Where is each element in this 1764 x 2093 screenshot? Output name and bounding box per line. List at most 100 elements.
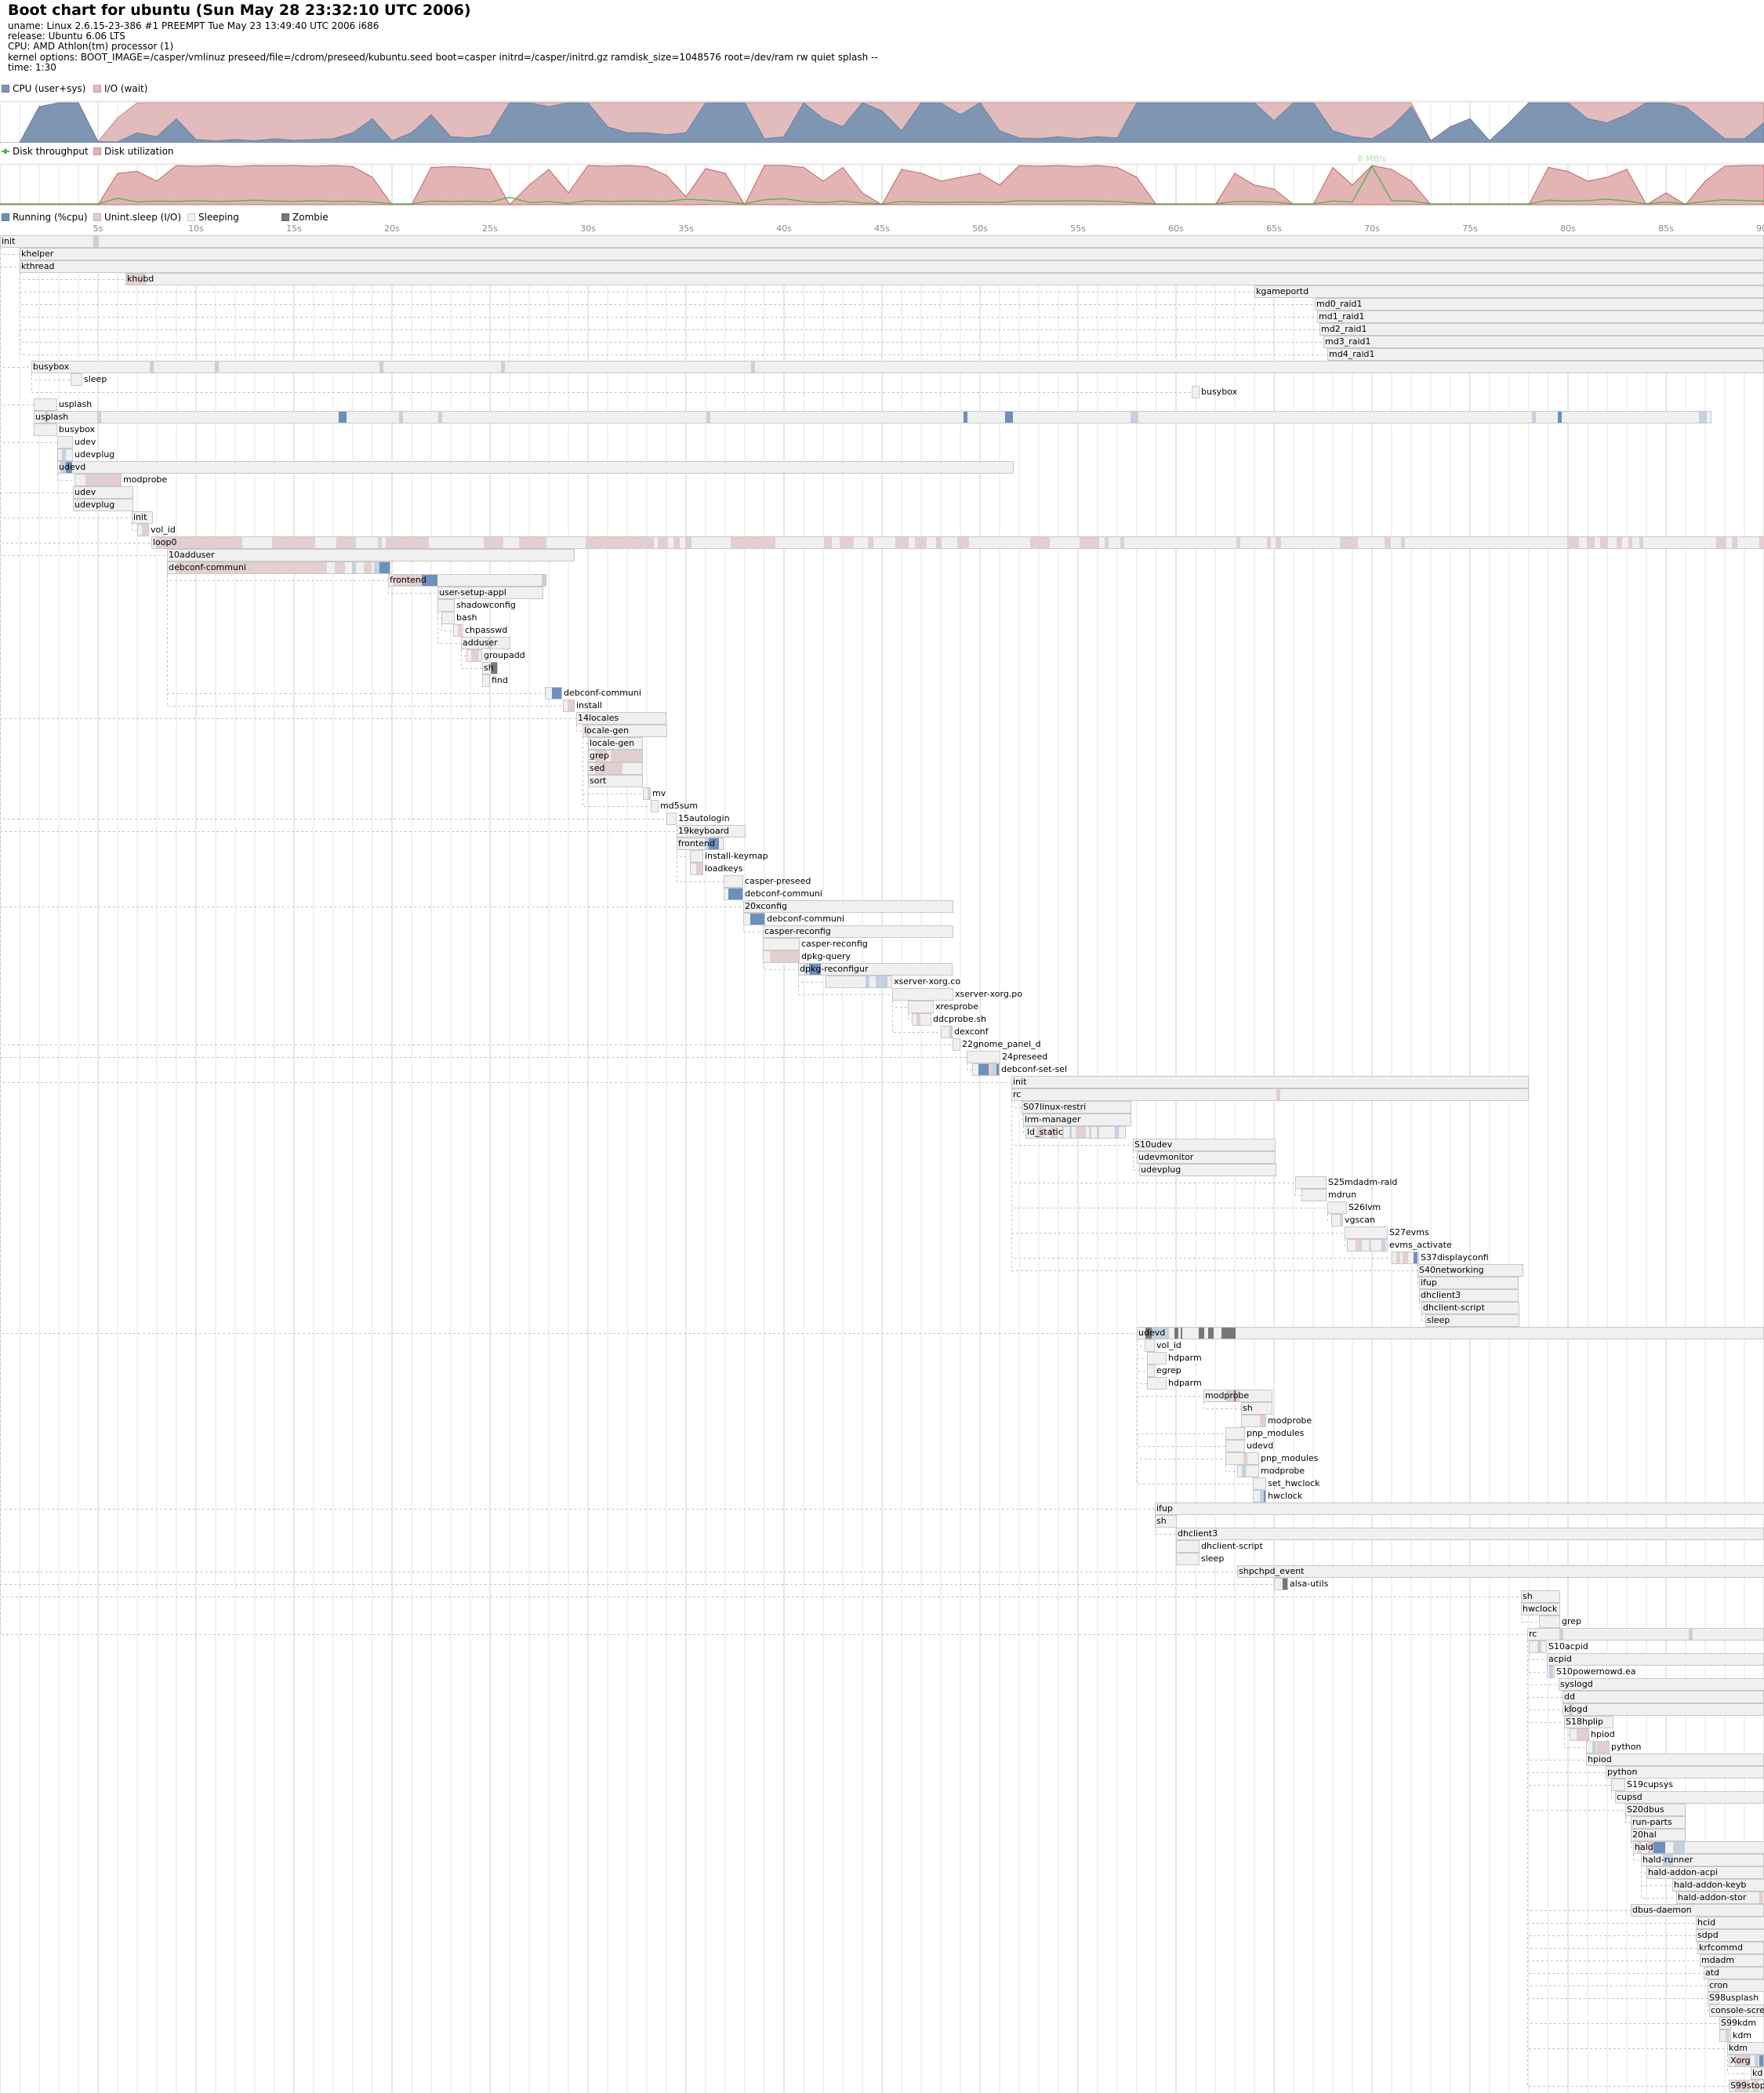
process-bar[interactable] [690,863,703,875]
process-bar[interactable] [151,536,1764,549]
process-bar[interactable] [1025,1126,1126,1139]
process-bar[interactable] [1751,2067,1764,2080]
process-bar[interactable] [1147,1364,1155,1377]
process-bar[interactable] [1392,1252,1419,1264]
process-bar[interactable] [1203,1390,1272,1402]
process-bar[interactable] [1225,1440,1245,1452]
process-bar[interactable] [1176,1553,1200,1565]
process-bar[interactable] [1425,1314,1519,1327]
process-bar[interactable] [31,361,1764,373]
process-bar[interactable] [1563,1703,1764,1716]
process-bar[interactable] [1631,1816,1686,1829]
process-bar[interactable] [1547,1666,1555,1678]
process-bar[interactable] [1301,1189,1327,1201]
process-bar[interactable] [1625,1804,1686,1816]
process-bar[interactable] [892,988,953,1001]
process-bar[interactable] [690,850,703,863]
process-bar[interactable] [1529,1641,1547,1653]
process-bar[interactable] [651,800,659,812]
process-bar[interactable] [1708,1992,1719,2004]
process-bar[interactable] [1327,1201,1347,1214]
process-bar[interactable] [482,674,490,687]
process-bar[interactable] [1559,1678,1764,1691]
process-bar[interactable] [908,1001,934,1013]
process-bar[interactable] [73,486,133,499]
process-bar[interactable] [437,587,543,599]
process-bar[interactable] [545,687,562,699]
process-bar[interactable] [34,423,57,436]
process-bar[interactable] [583,725,667,737]
process-bar[interactable] [677,825,746,838]
process-bar[interactable] [1147,1377,1167,1390]
process-bar[interactable] [1253,1477,1266,1490]
process-bar[interactable] [73,499,133,511]
process-bar[interactable] [1155,1503,1764,1515]
process-bar[interactable] [1241,1402,1272,1415]
process-bar[interactable] [1611,1779,1625,1791]
process-bar[interactable] [1133,1139,1276,1151]
process-bar[interactable] [167,549,575,561]
process-bar[interactable] [1729,2080,1764,2092]
process-bar[interactable] [1023,1114,1131,1126]
process-bar[interactable] [666,812,677,825]
process-bar[interactable] [967,1051,1000,1063]
process-bar[interactable] [1708,1979,1764,1992]
process-bar[interactable] [71,373,82,386]
process-bar[interactable] [972,1063,1000,1076]
process-bar[interactable] [1317,311,1764,323]
process-bar[interactable] [132,511,153,524]
process-bar[interactable] [1137,1327,1764,1339]
process-bar[interactable] [34,398,57,411]
process-bar[interactable] [1147,1352,1167,1364]
process-bar[interactable] [137,524,149,536]
process-bar[interactable] [1192,386,1200,398]
process-bar[interactable] [1539,1615,1560,1628]
process-bar[interactable] [1139,1164,1276,1176]
process-bar[interactable] [1631,1829,1686,1841]
process-bar[interactable] [563,699,575,712]
process-bar[interactable] [482,662,498,674]
process-bar[interactable] [1719,2029,1731,2042]
process-bar[interactable] [1521,1603,1560,1615]
process-bar[interactable] [1419,1277,1519,1289]
process-bar[interactable] [1345,1226,1388,1239]
process-bar[interactable] [941,1026,953,1038]
process-bar[interactable] [1696,1929,1764,1942]
process-bar[interactable] [1421,1302,1519,1314]
process-bar[interactable] [453,624,463,637]
process-bar[interactable] [763,938,800,950]
process-bar[interactable] [1727,2042,1764,2055]
process-bar[interactable] [1586,1741,1610,1753]
process-bar[interactable] [388,574,546,587]
process-bar[interactable] [1570,1728,1589,1741]
process-bar[interactable] [437,599,455,612]
process-bar[interactable] [1237,1465,1259,1477]
process-bar[interactable] [724,888,743,900]
process-bar[interactable] [1586,1753,1764,1766]
process-bar[interactable] [1563,1691,1764,1703]
process-bar[interactable] [1633,1841,1764,1854]
process-bar[interactable] [1237,1565,1764,1578]
process-bar[interactable] [57,449,73,461]
process-bar[interactable] [1719,2017,1731,2029]
process-bar[interactable] [441,612,455,624]
process-bar[interactable] [1696,1917,1764,1929]
process-bar[interactable] [57,461,1014,474]
process-bar[interactable] [1417,1264,1523,1277]
process-bar[interactable] [1419,1289,1519,1302]
process-bar[interactable] [20,260,1764,273]
process-bar[interactable] [912,1013,931,1026]
process-bar[interactable] [677,838,724,850]
process-bar[interactable] [74,474,122,486]
process-bar[interactable] [763,925,953,938]
process-bar[interactable] [1145,1339,1155,1352]
process-bar[interactable] [1011,1088,1529,1101]
process-bar[interactable] [763,950,800,963]
process-bar[interactable] [1155,1515,1177,1528]
process-bar[interactable] [1729,2055,1764,2067]
process-bar[interactable] [1225,1427,1245,1440]
process-bar[interactable] [1011,1076,1529,1088]
process-bar[interactable] [125,273,1764,285]
process-bar[interactable] [1331,1214,1343,1226]
process-bar[interactable] [0,235,1764,248]
